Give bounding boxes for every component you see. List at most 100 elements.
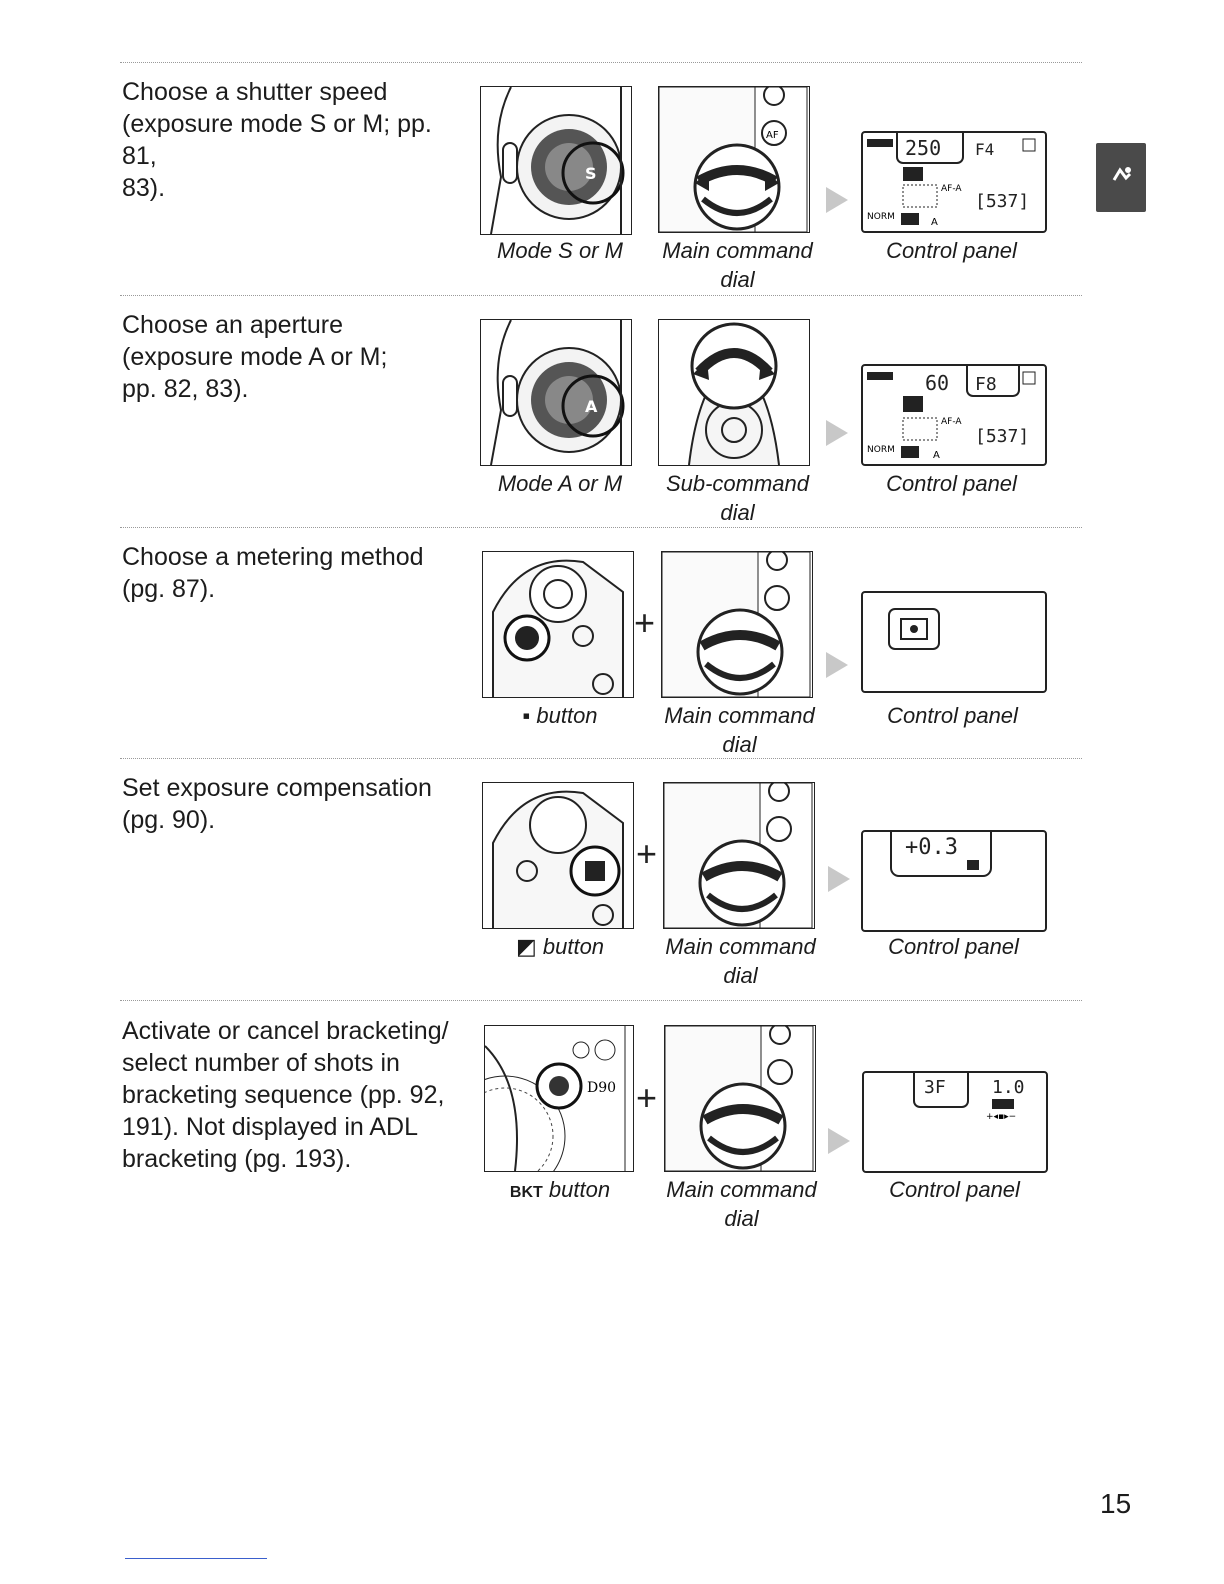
svg-text:[537]: [537]: [975, 191, 1029, 212]
svg-text:F8: F8: [975, 374, 997, 395]
arrow-icon: [826, 652, 848, 678]
svg-text:AF: AF: [766, 130, 779, 141]
row1-caption-mode: Mode S or M: [497, 238, 623, 263]
svg-text:A: A: [933, 450, 940, 461]
row-separator: [120, 62, 1082, 63]
row2-line2: (exposure mode A or M;: [122, 343, 388, 371]
shutter-value: 250: [905, 136, 941, 160]
sub-command-dial-illustration: [658, 319, 810, 466]
arrow-icon: [826, 420, 848, 446]
row1-line1: Choose a shutter speed: [122, 78, 388, 106]
metering-button-illustration: [482, 551, 634, 698]
caption-line: Sub-command: [665, 471, 810, 496]
main-command-dial-illustration: AF: [658, 86, 810, 233]
bkt-label: BKT: [509, 1184, 543, 1201]
caption-line: dial: [724, 1206, 759, 1231]
row-separator: [120, 758, 1082, 759]
control-panel-display: 60 F8 AF-A [537] NORM A: [861, 353, 1047, 466]
svg-text:A: A: [931, 217, 938, 228]
caption-line: Main command: [665, 934, 816, 959]
svg-text:60: 60: [925, 371, 949, 395]
svg-text:S: S: [585, 164, 597, 183]
caption-line: Main command: [664, 703, 815, 728]
row5-line2: select number of shots in: [122, 1049, 400, 1077]
caption-label: button: [548, 1177, 611, 1202]
mode-dial-illustration: S: [480, 86, 632, 235]
row-separator: [120, 295, 1082, 296]
row1-description: Choose a shutter speed (exposure mode S …: [122, 76, 472, 204]
svg-text:AF-A: AF-A: [941, 417, 962, 427]
control-panel-display: +0.3: [861, 821, 1047, 932]
caption-line: dial: [723, 963, 758, 988]
caption-line: Main command: [662, 238, 813, 263]
row5-description: Activate or cancel bracketing/ select nu…: [122, 1015, 472, 1175]
row1-caption-dial: Main command dial: [650, 236, 825, 294]
bkt-button-illustration: D90: [484, 1025, 634, 1172]
svg-text:NORM: NORM: [867, 445, 895, 455]
footer-link-line: [125, 1558, 267, 1559]
plus-icon: +: [636, 833, 658, 874]
control-panel-display: 250 F4 AF-A [537] NORM A: [861, 120, 1047, 233]
row-separator: [120, 1000, 1082, 1001]
control-panel-display: 3F 1.0 +◂▪▸−: [862, 1062, 1048, 1173]
svg-text:A: A: [585, 397, 598, 416]
row2-line1: Choose an aperture: [122, 311, 343, 339]
row3-line2: (pg. 87).: [122, 575, 216, 603]
bracket-shots: 3F: [924, 1077, 946, 1098]
row2-description: Choose an aperture (exposure mode A or M…: [122, 309, 472, 405]
row-separator: [120, 527, 1082, 528]
svg-text:NORM: NORM: [867, 212, 895, 222]
row3-caption-button: ▪ button: [495, 701, 625, 730]
main-command-dial-illustration: [663, 782, 815, 929]
svg-text:AF-A: AF-A: [941, 184, 962, 194]
row4-caption-button: ◩ button: [495, 932, 625, 961]
row5-caption-panel: Control panel: [889, 1177, 1020, 1202]
caption-line: Main command: [666, 1177, 817, 1202]
caption-line: dial: [720, 500, 755, 525]
row2-line3: pp. 82, 83).: [122, 375, 249, 403]
camera-menu-icon: [1108, 166, 1134, 188]
main-command-dial-illustration: [664, 1025, 816, 1172]
bracket-step: 1.0: [992, 1077, 1025, 1098]
exposure-comp-button-illustration: [482, 782, 634, 929]
row5-line4: 191). Not displayed in ADL: [122, 1113, 419, 1141]
row5-caption-button: BKT button: [495, 1175, 625, 1207]
svg-text:[537]: [537]: [975, 426, 1029, 447]
exposure-comp-icon: ◩: [515, 934, 537, 959]
plus-icon: +: [634, 602, 656, 643]
row2-caption-mode: Mode A or M: [497, 471, 623, 496]
page-number: 15: [1100, 1488, 1132, 1519]
row4-line2: (pg. 90).: [122, 806, 216, 834]
row5-line1: Activate or cancel bracketing/: [122, 1017, 449, 1045]
model-name: D90: [587, 1080, 616, 1096]
row4-caption-panel: Control panel: [888, 934, 1019, 959]
row5-line5: bracketing (pg. 193).: [122, 1145, 352, 1173]
main-command-dial-illustration: [661, 551, 813, 698]
caption-label: button: [536, 703, 598, 728]
arrow-icon: [828, 1128, 850, 1154]
caption-line: dial: [722, 732, 757, 757]
row4-caption-dial: Main command dial: [653, 932, 828, 990]
control-panel-display: [861, 591, 1047, 693]
row2-caption-dial: Sub-command dial: [650, 469, 825, 527]
row1-caption-panel: Control panel: [886, 238, 1017, 263]
caption-label: button: [542, 934, 605, 959]
row3-caption-dial: Main command dial: [652, 701, 827, 759]
metering-icon: ▪: [522, 703, 531, 728]
arrow-icon: [828, 866, 850, 892]
mode-dial-illustration: A: [480, 319, 632, 466]
plus-icon: +: [636, 1077, 658, 1118]
arrow-icon: [826, 187, 848, 213]
row4-description: Set exposure compensation (pg. 90).: [122, 772, 472, 836]
row3-description: Choose a metering method (pg. 87).: [122, 541, 472, 605]
row1-line3: 83).: [122, 174, 166, 202]
caption-line: dial: [720, 267, 755, 292]
row3-line1: Choose a metering method: [122, 543, 424, 571]
row1-line2: (exposure mode S or M; pp. 81,: [122, 110, 432, 170]
aperture-value: F4: [975, 140, 994, 159]
row5-line3: bracketing sequence (pp. 92,: [122, 1081, 445, 1109]
row3-caption-panel: Control panel: [887, 703, 1018, 728]
compensation-value: +0.3: [905, 835, 958, 860]
row2-caption-panel: Control panel: [886, 471, 1017, 496]
svg-text:+◂▪▸−: +◂▪▸−: [986, 1112, 1016, 1122]
